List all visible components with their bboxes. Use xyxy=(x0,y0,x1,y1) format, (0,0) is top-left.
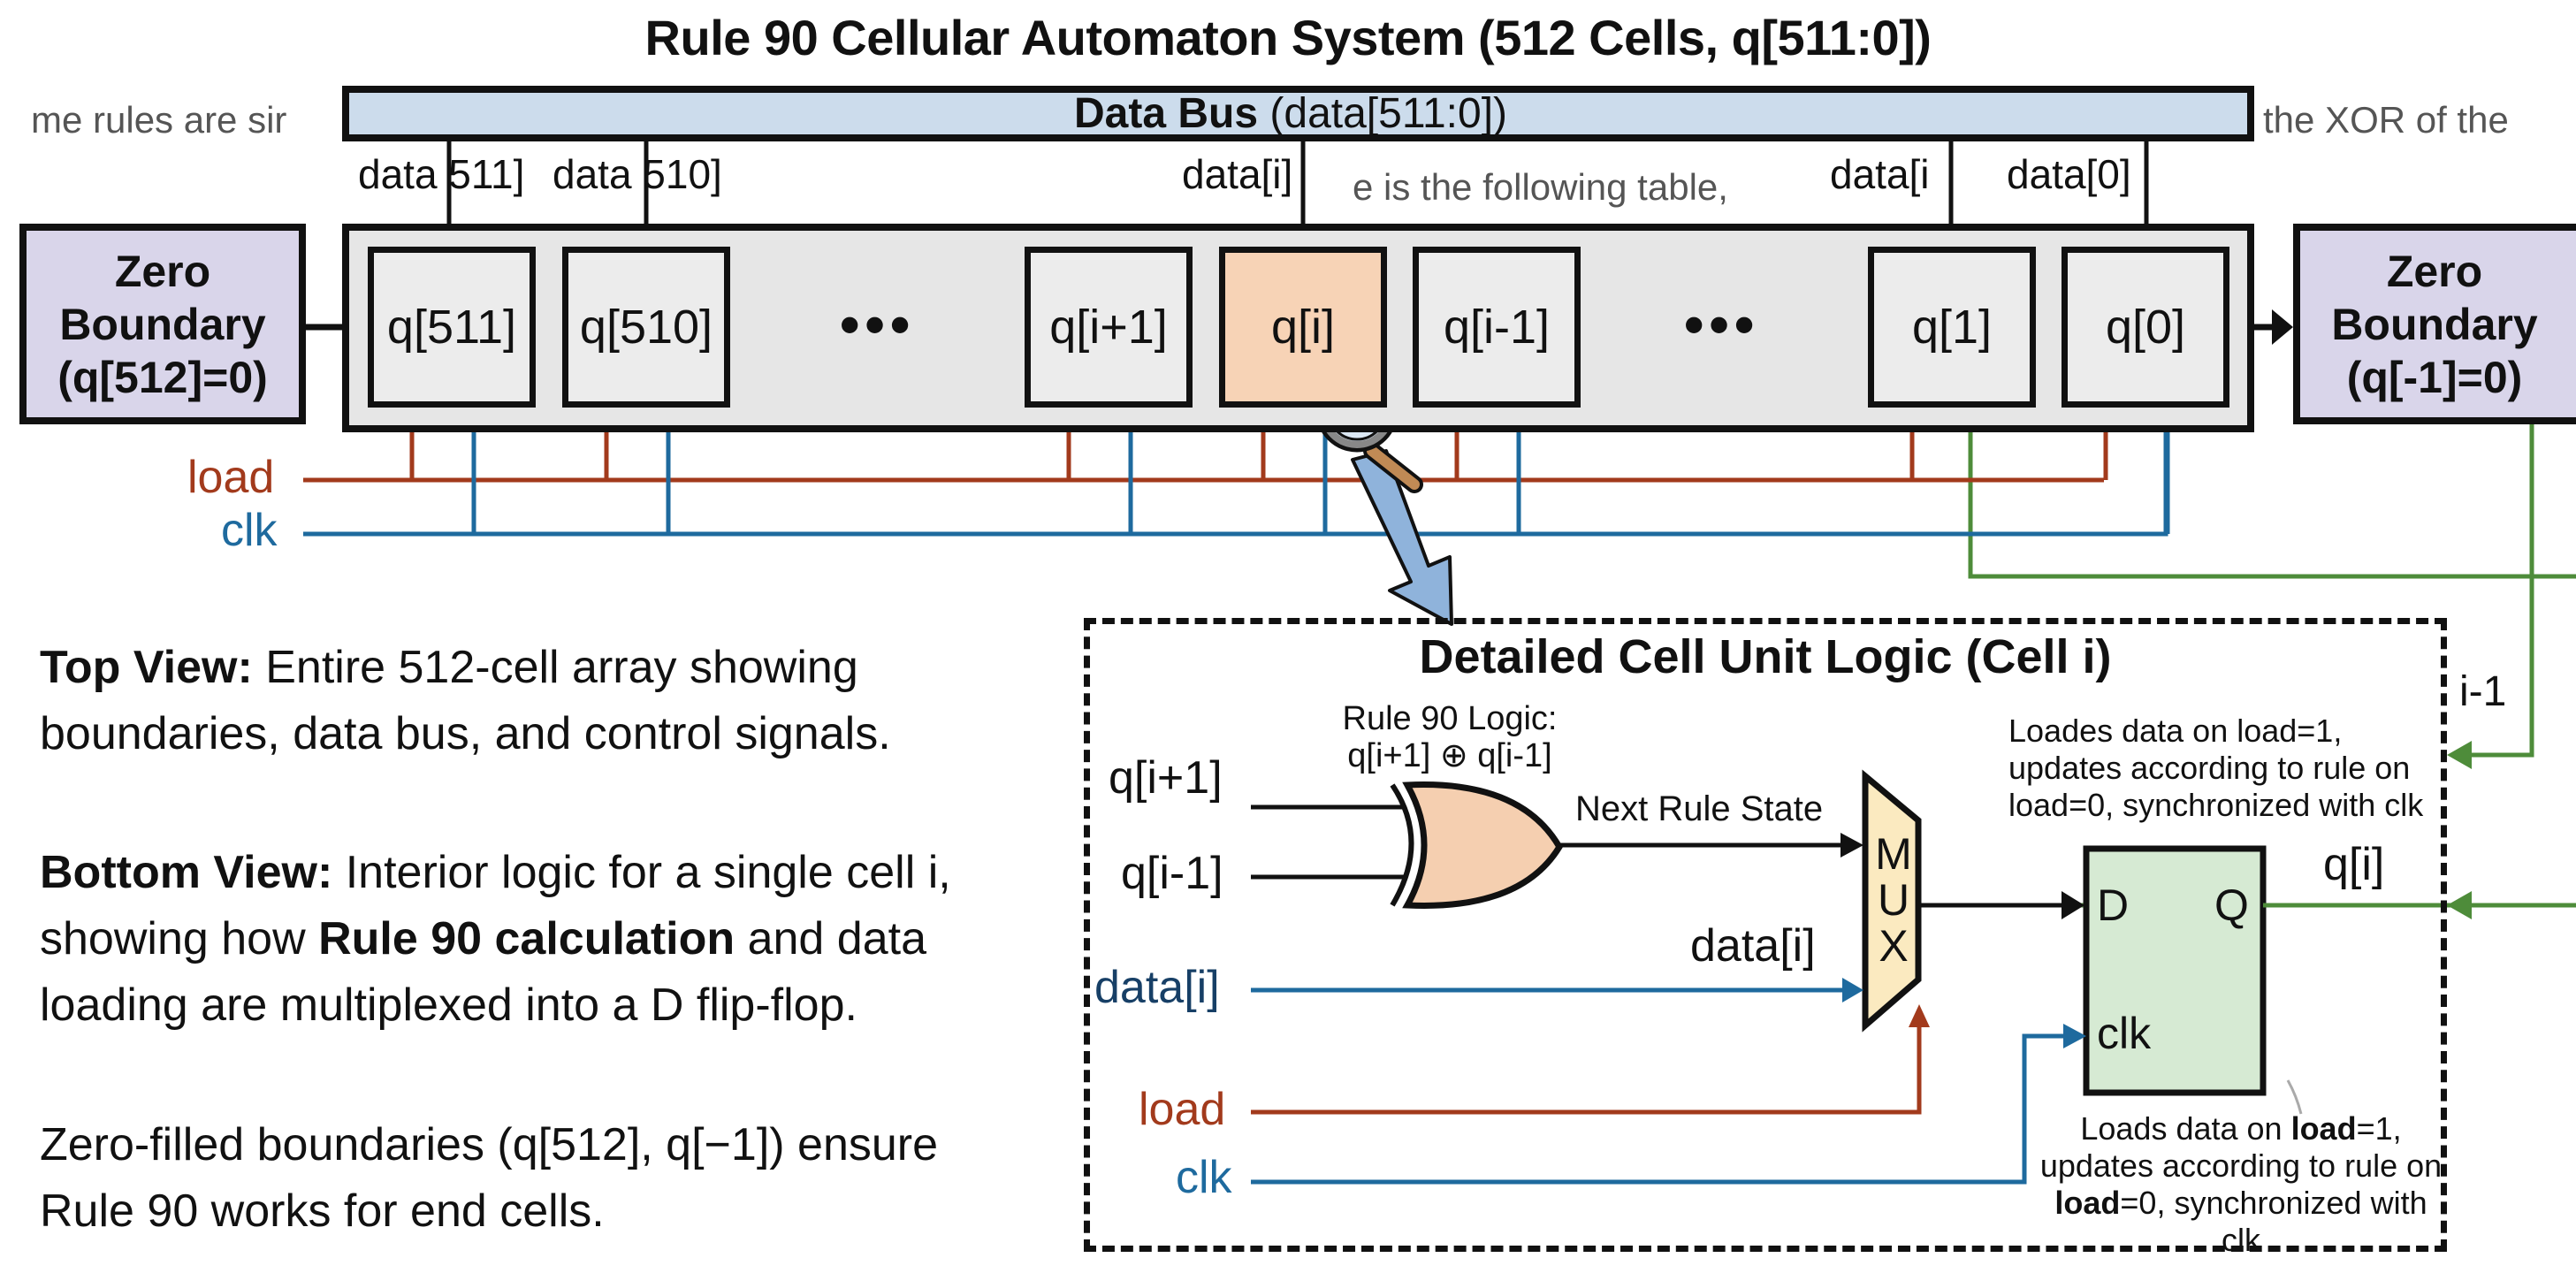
top-view-description: Top View: Entire 512-cell array showing … xyxy=(40,635,1083,767)
dff-shape xyxy=(2083,845,2267,1096)
cell-q-i-highlighted[interactable]: q[i] xyxy=(1219,247,1387,408)
diagram-title: Rule 90 Cellular Automaton System (512 C… xyxy=(644,10,1932,65)
q1-feedback-wire xyxy=(1968,408,2576,579)
xor-caption: Rule 90 Logic: q[i+1] ⊕ q[i-1] xyxy=(1326,700,1574,774)
mux-letter-u: U xyxy=(1877,875,1910,925)
top-view-text: Entire 512-cell array showing boundaries… xyxy=(40,642,891,759)
mux-letter-m: M xyxy=(1875,829,1912,879)
right-boundary-line2: Boundary xyxy=(2331,299,2538,349)
load-select-wire xyxy=(1251,1025,1922,1115)
cell-q-i-minus-1[interactable]: q[i-1] xyxy=(1413,247,1581,408)
mux-data-label: data[i] xyxy=(1690,920,1816,972)
xor-caption-line1: Rule 90 Logic: xyxy=(1342,700,1558,737)
note-top-line2: updates according to rule on xyxy=(2008,750,2411,786)
cell-q510[interactable]: q[510] xyxy=(562,247,730,408)
tap-label-511: data 511] xyxy=(358,151,525,197)
input-clk-label: clk xyxy=(1176,1152,1232,1203)
right-boundary-arrow xyxy=(2272,309,2293,345)
clk-dff-wire xyxy=(1251,1033,2065,1185)
data-bus-label-bold: Data Bus xyxy=(1074,90,1259,137)
cell-q511[interactable]: q[511] xyxy=(368,247,536,408)
bottom-view-heading: Bottom View: xyxy=(40,847,333,898)
feedback-arrow-i-minus-1 xyxy=(2447,741,2472,769)
clk-dff-arrow xyxy=(2063,1024,2086,1048)
dff-q-pin: Q xyxy=(2214,880,2249,930)
detail-cell-panel xyxy=(1084,618,2447,1252)
input-data-i-label: data[i] xyxy=(1094,962,1220,1013)
note-bottom: Loads data on load=1, updates according … xyxy=(2033,1110,2449,1259)
note-bottom-l1c: =1, xyxy=(2356,1110,2402,1147)
right-boundary-line1: Zero xyxy=(2386,246,2483,296)
feedback-i-minus-1-label: i-1 xyxy=(2459,668,2507,715)
load-signal-label: load xyxy=(187,452,275,503)
detail-title: Detailed Cell Unit Logic (Cell i) xyxy=(1419,630,2112,683)
bottom-view-text-bold: Rule 90 calculation xyxy=(318,913,735,964)
tap-label-i-right: data[i xyxy=(1830,151,1930,197)
input-q-minus-label: q[i-1] xyxy=(1121,848,1223,899)
note-top-line1: Loades data on load=1, xyxy=(2008,713,2343,749)
note-bottom-line3: load=0, synchronized with clk xyxy=(2033,1185,2449,1259)
right-boundary-line3: (q[-1]=0) xyxy=(2346,352,2523,402)
tap-label-i: data[i] xyxy=(1182,151,1293,197)
xor-caption-line2: q[i+1] ⊕ q[i-1] xyxy=(1347,737,1552,774)
note-bottom-l3a: load xyxy=(2054,1185,2121,1221)
background-text-fragment-left: me rules are sir xyxy=(31,99,287,141)
data-bus-label: Data Bus (data[511:0]) xyxy=(1074,89,1507,138)
input-q-plus-label: q[i+1] xyxy=(1109,752,1223,804)
ellipsis-left: ••• xyxy=(840,293,916,356)
left-boundary-line2: Boundary xyxy=(59,299,266,349)
dff-d-pin: D xyxy=(2097,880,2130,930)
dff-clk-pin: clk xyxy=(2097,1009,2152,1058)
tap-label-510: data 510] xyxy=(553,151,722,197)
cell-q-i-plus-1[interactable]: q[i+1] xyxy=(1025,247,1193,408)
boundary-feedback-wire xyxy=(2466,424,2534,758)
background-text-fragment-right: the XOR of the xyxy=(2263,99,2509,141)
ellipsis-right: ••• xyxy=(1684,293,1760,356)
mux-letter-x: X xyxy=(1879,921,1909,971)
data-bus-label-range: (data[511:0]) xyxy=(1258,90,1508,137)
data-i-arrow xyxy=(1842,978,1863,1002)
input-load-label: load xyxy=(1139,1084,1226,1135)
tap-label-0: data[0] xyxy=(2007,151,2131,197)
note-bottom-line2: updates according to rule on xyxy=(2039,1147,2443,1184)
bottom-view-text-2: and data loading are multiplexed into a … xyxy=(40,913,926,1031)
note-top-line3: load=0, synchronized with clk xyxy=(2008,787,2424,823)
mux-to-d-arrow xyxy=(2062,891,2084,919)
note-bottom-line1: Loads data on load=1, xyxy=(2033,1110,2449,1147)
data-bus: Data Bus (data[511:0]) xyxy=(342,86,2254,141)
background-text-fragment-middle: e is the following table, xyxy=(1353,166,1728,208)
xor-gate-back-arc xyxy=(1390,783,1414,907)
bottom-view-text-1: Interior logic for a single cell i, show… xyxy=(40,847,951,964)
top-view-heading: Top View: xyxy=(40,642,253,693)
boundaries-description: Zero-filled boundaries (q[512], q[−1]) e… xyxy=(40,1119,939,1237)
mux-label: M U X xyxy=(1874,831,1913,969)
bottom-view-description: Bottom View: Interior logic for a single… xyxy=(40,840,1083,1039)
mux-shape xyxy=(1862,769,1922,1033)
next-state-arrow xyxy=(1841,833,1863,858)
cell-q0[interactable]: q[0] xyxy=(2062,247,2229,408)
note-bottom-l1a: Loads data on xyxy=(2080,1110,2291,1147)
note-bottom-l3b: =0, synchronized with clk xyxy=(2120,1185,2427,1258)
note-bottom-l1b: load xyxy=(2290,1110,2357,1147)
qi-output-label: q[i] xyxy=(2323,839,2385,890)
xor-gate-icon xyxy=(1402,781,1564,909)
next-state-label: Next Rule State xyxy=(1575,789,1824,828)
note-top: Loades data on load=1, updates according… xyxy=(2008,713,2433,824)
feedback-arrow-qi xyxy=(2447,891,2472,919)
cell-q1[interactable]: q[1] xyxy=(1868,247,2036,408)
left-boundary-line3: (q[512]=0) xyxy=(57,352,268,402)
left-boundary-line1: Zero xyxy=(114,246,211,296)
clk-signal-label: clk xyxy=(221,505,278,556)
load-select-arrow xyxy=(1909,1004,1930,1027)
note-pointer xyxy=(2286,1079,2303,1115)
